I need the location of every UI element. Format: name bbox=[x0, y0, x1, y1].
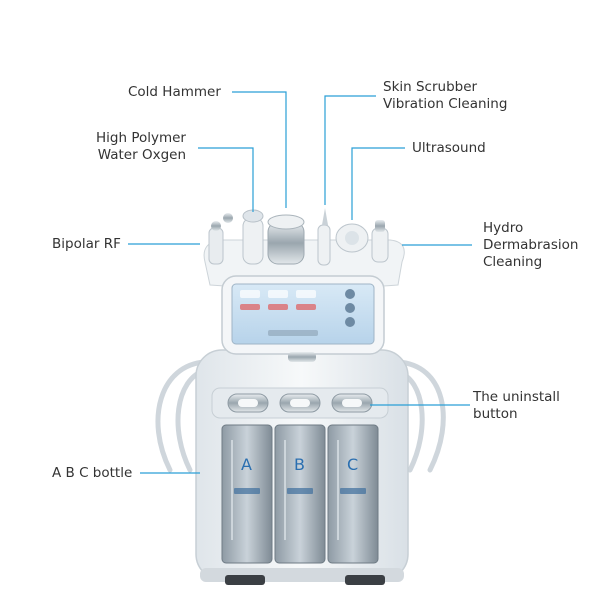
callout-ultrasound: Ultrasound bbox=[412, 140, 486, 157]
leader-skin-scrubber bbox=[324, 95, 376, 205]
callout-uninstall-button: The uninstall button bbox=[473, 389, 560, 423]
callout-ultrasound-text: Ultrasound bbox=[412, 140, 486, 156]
uninstall-buttons bbox=[211, 387, 389, 419]
callout-uninstall-line2: button bbox=[473, 406, 518, 422]
callout-hydro-line2: Dermabrasion bbox=[483, 237, 579, 253]
callout-skin-scrubber-line2: Vibration Cleaning bbox=[383, 96, 508, 112]
bottle-a-letter: A bbox=[241, 455, 252, 474]
callout-abc-bottle-text: A B C bottle bbox=[52, 465, 133, 481]
leader-high-polymer bbox=[198, 147, 254, 212]
callout-bipolar-rf-text: Bipolar RF bbox=[52, 236, 121, 252]
callout-high-polymer: High Polymer Water Oxgen bbox=[96, 130, 186, 164]
callout-uninstall-line1: The uninstall bbox=[473, 389, 560, 405]
callout-high-polymer-line1: High Polymer bbox=[96, 130, 186, 146]
callout-hydro: Hydro Dermabrasion Cleaning bbox=[483, 220, 578, 271]
callout-high-polymer-line2: Water Oxgen bbox=[97, 147, 186, 163]
bottles bbox=[221, 424, 379, 564]
callout-cold-hammer-text: Cold Hammer bbox=[128, 84, 221, 100]
bottle-b-letter: B bbox=[294, 455, 305, 474]
callout-skin-scrubber-line1: Skin Scrubber bbox=[383, 79, 478, 95]
callout-hydro-line1: Hydro bbox=[483, 220, 524, 236]
callout-hydro-line3: Cleaning bbox=[483, 254, 543, 270]
leader-cold-hammer bbox=[232, 91, 287, 208]
touch-screen bbox=[221, 275, 385, 362]
callout-cold-hammer: Cold Hammer bbox=[128, 84, 221, 101]
callout-bipolar-rf: Bipolar RF bbox=[52, 236, 121, 253]
callout-abc-bottle: A B C bottle bbox=[52, 465, 132, 482]
leader-ultrasound bbox=[351, 147, 405, 220]
callout-skin-scrubber: Skin Scrubber Vibration Cleaning bbox=[383, 79, 507, 113]
bottle-c-letter: C bbox=[347, 455, 359, 474]
leader-lines bbox=[128, 91, 472, 474]
